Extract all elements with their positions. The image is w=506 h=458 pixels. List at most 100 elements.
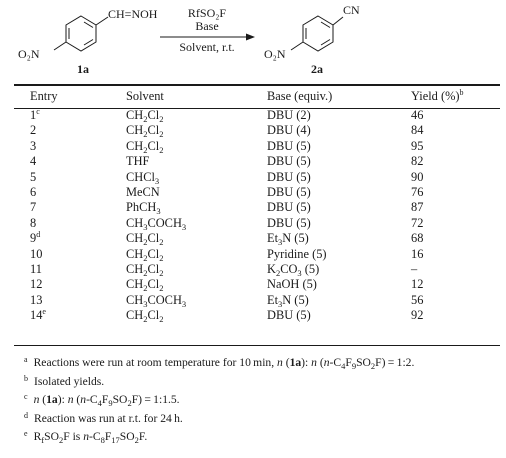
footnote-part: F bbox=[345, 356, 352, 369]
formula-part: Cl bbox=[147, 246, 160, 261]
footnote-mark: d bbox=[24, 410, 28, 420]
formula-part: 3 bbox=[181, 298, 187, 309]
formula-part: 3 bbox=[278, 298, 283, 309]
formula-part: DBU (5) bbox=[267, 200, 311, 215]
formula-part: Et bbox=[267, 231, 279, 246]
formula-part: 3 bbox=[156, 206, 161, 217]
reagent-line-1: RfSO₂F bbox=[188, 6, 227, 20]
yield-cell: 82 bbox=[411, 154, 424, 169]
formula-part: 2 bbox=[159, 268, 164, 279]
footnote-part: n bbox=[80, 393, 87, 406]
formula-part: Pyridine (5) bbox=[267, 246, 327, 261]
product-nitro: O₂N bbox=[264, 47, 286, 61]
base-cell: DBU (5) bbox=[267, 154, 411, 169]
formula-part: Cl bbox=[147, 262, 160, 277]
footnote-part: 8 bbox=[100, 435, 105, 445]
footnote-part: 2 bbox=[134, 435, 139, 445]
formula-part: 3 bbox=[297, 268, 302, 279]
entry-number: 14 bbox=[30, 308, 43, 323]
formula-part: 2 bbox=[143, 129, 148, 140]
entry-cell: 8 bbox=[14, 216, 126, 231]
formula-part: CH bbox=[126, 215, 144, 230]
footnote-part: n bbox=[33, 393, 40, 406]
formula-part: CH bbox=[126, 108, 144, 122]
reactant-structure bbox=[53, 15, 109, 52]
formula-part: DBU (5) bbox=[267, 185, 311, 200]
entry-number: 11 bbox=[30, 262, 42, 277]
footnote-part: n- bbox=[323, 356, 334, 369]
yield-cell: 84 bbox=[411, 123, 424, 138]
formula-part: CH bbox=[126, 231, 144, 246]
formula-part: CH bbox=[126, 292, 144, 307]
footnote-mark: b bbox=[24, 373, 28, 383]
formula-part: 2 bbox=[143, 283, 148, 294]
formula-part: 2 bbox=[275, 268, 281, 279]
yield-cell: 46 bbox=[411, 108, 424, 122]
entry-footnote-mark: c bbox=[36, 107, 40, 116]
footnote-part: 1a bbox=[46, 393, 58, 406]
footnote-part: F is bbox=[63, 430, 84, 443]
footnote-part: SO bbox=[112, 393, 128, 406]
entry-number: 4 bbox=[30, 154, 37, 169]
formula-part: 2 bbox=[159, 144, 164, 155]
solvent-cell: CH2Cl2 bbox=[126, 277, 267, 292]
product-benzene-ring bbox=[302, 15, 334, 52]
formula-part: DBU (5) bbox=[267, 169, 311, 184]
solvent-cell: CH3COCH3 bbox=[126, 216, 267, 231]
formula-part: CO bbox=[280, 262, 298, 277]
base-cell: DBU (5) bbox=[267, 200, 411, 215]
formula-part: 2 bbox=[159, 283, 164, 294]
footnote-part: 2 bbox=[370, 361, 376, 371]
formula-part: CH bbox=[126, 123, 144, 138]
solvent-cell: PhCH3 bbox=[126, 200, 267, 215]
yield-cell: 95 bbox=[411, 138, 424, 153]
formula-part: Et bbox=[267, 292, 279, 307]
footnote-part: SO bbox=[119, 430, 135, 443]
footnote-part: ( bbox=[282, 356, 290, 369]
solvent-cell: CH2Cl2 bbox=[126, 308, 267, 323]
formula-part: 2 bbox=[143, 144, 148, 155]
formula-part: 2 bbox=[159, 252, 164, 263]
formula-part: DBU (2) bbox=[267, 108, 311, 122]
reactant-substituent: CH=NOH bbox=[108, 7, 158, 21]
solvent-cell: CH2Cl2 bbox=[126, 108, 267, 123]
entry-cell: 13 bbox=[14, 293, 126, 308]
formula-part: Cl bbox=[147, 308, 160, 323]
footnote-part: -C bbox=[89, 430, 101, 443]
footnote-part: 4 bbox=[341, 361, 346, 371]
base-cell: DBU (5) bbox=[267, 185, 411, 200]
entry-number: 7 bbox=[30, 200, 37, 215]
yield-cell: 16 bbox=[411, 246, 424, 261]
header-entry: Entry bbox=[30, 89, 58, 104]
formula-part: N (5) bbox=[282, 231, 309, 246]
formula-part: CH bbox=[126, 308, 144, 323]
footnote-part: Reaction was run at r.t. for 24 h. bbox=[34, 411, 183, 425]
entry-cell: 14e bbox=[14, 308, 126, 323]
entry-cell: 12 bbox=[14, 277, 126, 292]
footnote-part: C bbox=[333, 356, 342, 369]
reaction-arrowhead bbox=[246, 33, 255, 41]
entry-cell: 2 bbox=[14, 123, 126, 138]
entry-number: 12 bbox=[30, 277, 43, 292]
footnote-part: F bbox=[101, 393, 109, 406]
entry-footnote-mark: e bbox=[42, 307, 46, 317]
formula-part: DBU (5) bbox=[267, 215, 311, 230]
solvent-cell: CH2Cl2 bbox=[126, 262, 267, 277]
yield-cell: 56 bbox=[411, 292, 424, 307]
solvent-cell: CH2Cl2 bbox=[126, 247, 267, 262]
footnote-part: 9 bbox=[351, 361, 357, 371]
header-rule bbox=[14, 108, 500, 109]
formula-part: CH bbox=[126, 262, 144, 277]
solvent-cell: CHCl3 bbox=[126, 170, 267, 185]
footnote-part: R bbox=[33, 430, 42, 443]
footnote-part: ( bbox=[39, 393, 47, 406]
footnote-part: ): bbox=[301, 356, 312, 369]
footnote-part: 1a bbox=[289, 356, 302, 369]
